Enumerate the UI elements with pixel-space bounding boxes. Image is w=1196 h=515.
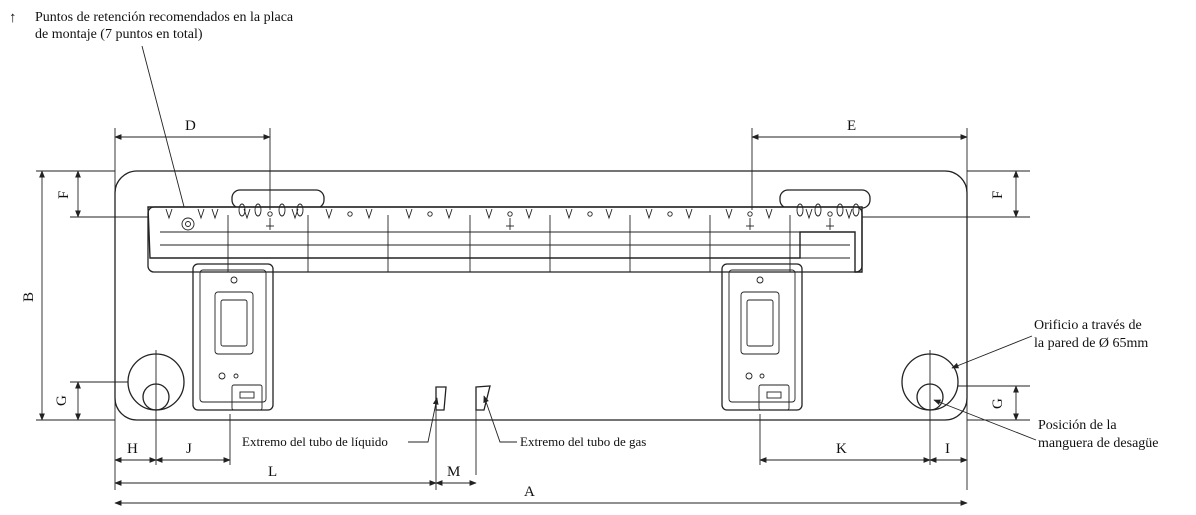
dim-label-h: H <box>127 441 138 457</box>
drain-hose-leader <box>933 399 1037 441</box>
wall-hole-label-line2: la pared de Ø 65mm <box>1034 336 1148 351</box>
wall-hole-leader <box>951 335 1033 369</box>
dim-label-i: I <box>945 441 950 457</box>
header-note-line1: Puntos de retención recomendados en la p… <box>35 10 294 25</box>
dim-label-j: J <box>186 441 192 457</box>
left-wall-hole <box>127 350 185 414</box>
dim-label-l: L <box>268 464 277 480</box>
dim-label-b: B <box>21 292 37 302</box>
liquid-pipe-leader <box>408 397 439 443</box>
gas-pipe-leader <box>483 395 517 443</box>
liquid-pipe-end-icon <box>435 386 447 411</box>
dim-label-d: D <box>185 118 196 134</box>
dim-label-g-right: G <box>990 398 1006 409</box>
header-note-line2: de montaje (7 puntos en total) <box>35 27 203 42</box>
drain-hose-label-line2: manguera de desagüe <box>1038 436 1159 451</box>
liquid-pipe-label: Extremo del tubo de líquido <box>242 434 388 449</box>
left-bracket <box>192 263 274 411</box>
dim-label-e: E <box>847 118 856 134</box>
dim-label-g-left: G <box>54 395 70 406</box>
header-arrow: ↑ <box>9 10 17 26</box>
mounting-plate <box>147 189 871 273</box>
wall-hole-label-line1: Orificio a través de <box>1034 318 1142 333</box>
dim-label-m: M <box>447 464 460 480</box>
header-leader-line <box>141 45 190 223</box>
dim-label-a: A <box>524 484 535 500</box>
gas-pipe-end-icon <box>475 385 491 411</box>
drain-hose-label-line1: Posición de la <box>1038 418 1117 433</box>
dim-label-k: K <box>836 441 847 457</box>
right-wall-hole <box>901 350 959 414</box>
right-bracket <box>721 263 803 411</box>
dim-label-f-left: F <box>56 191 72 199</box>
dim-label-f-right: F <box>990 191 1006 199</box>
dimension-arrows <box>39 134 1019 506</box>
gas-pipe-label: Extremo del tubo de gas <box>520 434 646 449</box>
